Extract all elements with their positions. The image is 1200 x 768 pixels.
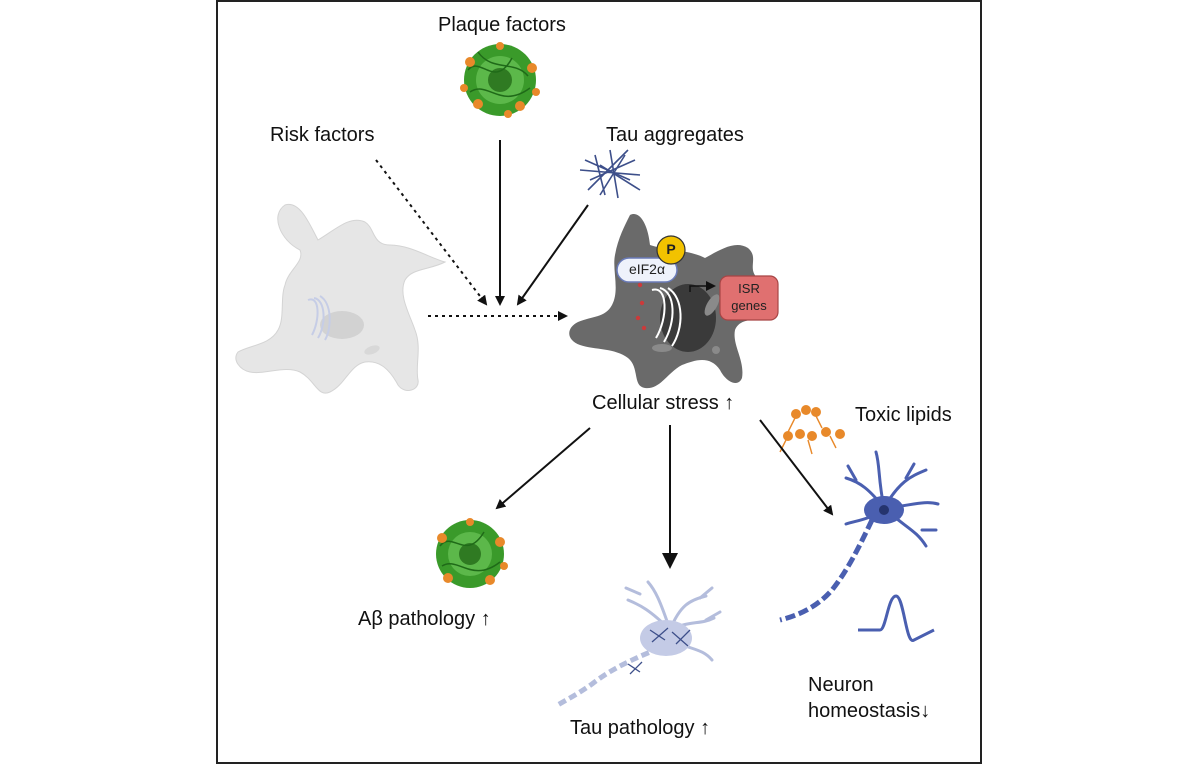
tau-pathology-neuron-icon — [554, 580, 722, 709]
isr-genes-box — [719, 275, 779, 321]
isr-genes-label: ISR genes — [720, 280, 778, 314]
tau-aggregates-icon — [579, 149, 641, 199]
neuron-homeostasis-label: Neuron homeostasis↓ — [808, 672, 930, 724]
abeta-arrow — [495, 427, 591, 510]
risk-factors-label: Risk factors — [270, 124, 375, 146]
tau-aggregates-arrow — [516, 204, 589, 306]
abeta-pathology-label: Aβ pathology ↑ — [358, 608, 491, 630]
plaque-factors-label: Plaque factors — [438, 14, 566, 36]
cellular-stress-label: Cellular stress ↑ — [592, 392, 735, 414]
stressed-astrocyte-icon — [569, 214, 774, 389]
figure-panel — [216, 0, 982, 764]
isr-genes-line2: genes — [731, 298, 767, 313]
tau-aggregates-label: Tau aggregates — [606, 124, 744, 146]
action-potential-icon — [858, 594, 935, 642]
isr-genes-line1: ISR — [738, 281, 760, 296]
neuron-homeostasis-line1: Neuron — [808, 674, 874, 696]
phospho-label: P — [666, 241, 676, 257]
neuron-icon — [779, 450, 940, 623]
toxic-lipids-label: Toxic lipids — [855, 404, 952, 426]
toxic-lipids-icon — [779, 405, 845, 455]
risk-factors-arrow — [375, 159, 488, 306]
isr-activation-arrow — [689, 281, 716, 292]
neuron-arrow — [759, 419, 834, 516]
eif2a-label: eIF2α — [628, 261, 666, 277]
tau-pathology-label: Tau pathology ↑ — [570, 717, 711, 739]
eif2a-badge — [616, 257, 678, 283]
abeta-plaque-icon — [436, 518, 508, 588]
resting-astrocyte-icon — [235, 203, 447, 394]
phospho-badge — [656, 235, 686, 265]
neuron-homeostasis-line2: homeostasis↓ — [808, 700, 931, 722]
plaque-factors-icon — [460, 42, 540, 118]
